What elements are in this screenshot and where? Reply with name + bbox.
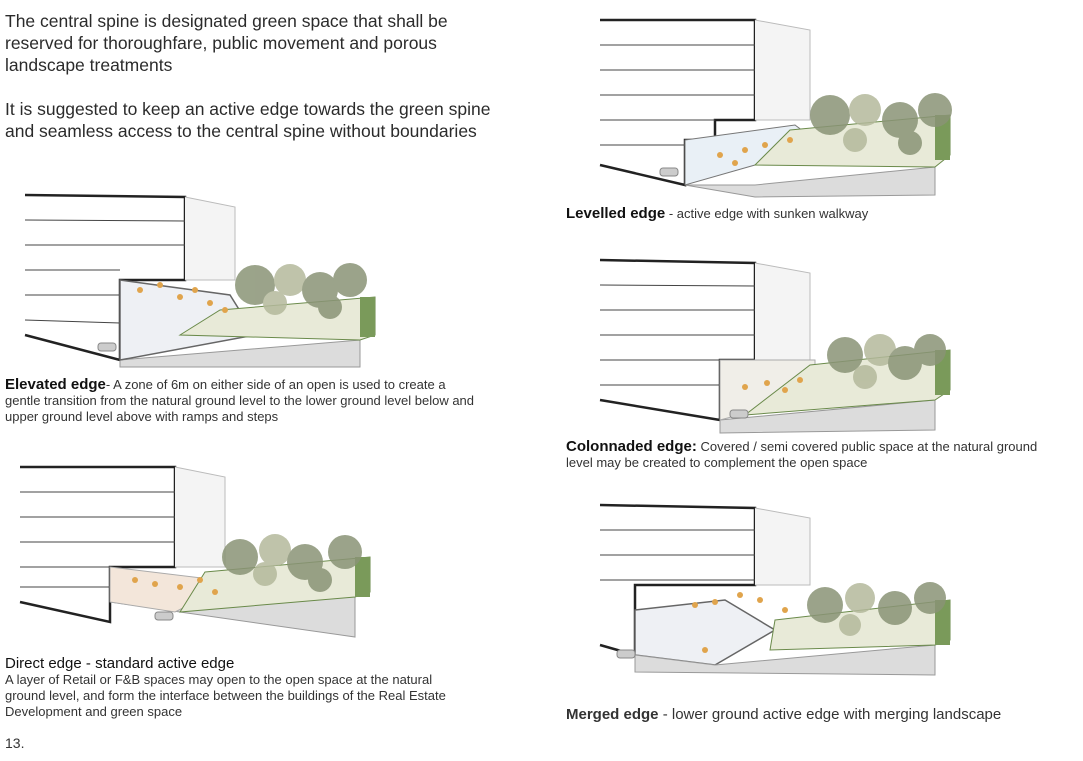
levelled-edge-diagram [595, 15, 960, 200]
colonnaded-edge-desc: Covered / semi covered public space at t… [566, 439, 1038, 470]
trees [807, 582, 946, 636]
lower-ground [634, 599, 777, 666]
merged-edge-diagram [595, 500, 960, 685]
people [742, 377, 803, 393]
merged-edge-caption: Merged edge - lower ground active edge w… [566, 706, 1026, 724]
ground-slab [634, 644, 936, 676]
building-block [599, 18, 811, 187]
levelled-edge-desc: active edge with sunken walkway [676, 206, 869, 221]
trees [235, 263, 367, 319]
direct-edge-sep: - [81, 655, 96, 672]
page-number: 13. [5, 735, 25, 751]
colonnaded-edge-title: Colonnaded edge: [566, 438, 697, 455]
levelled-edge-caption: Levelled edge - active edge with sunken … [566, 206, 1066, 222]
direct-edge-title: Direct edge [5, 655, 82, 672]
elevated-edge-desc: A zone of 6m on either side of an open i… [5, 377, 475, 424]
ground-slab [684, 166, 936, 198]
elevated-edge-sep: - [105, 377, 114, 392]
direct-edge-desc: A layer of Retail or F&B spaces may open… [5, 672, 446, 719]
merged-edge-desc: lower ground active edge with merging la… [671, 706, 1002, 723]
colonnaded-edge-diagram [595, 255, 960, 435]
trees [827, 334, 946, 389]
ground-slab [119, 339, 361, 368]
people [717, 137, 793, 166]
car [154, 611, 174, 621]
intro-paragraph-1: The central spine is designated green sp… [5, 11, 448, 75]
car [616, 649, 636, 659]
elevated-edge-caption: Elevated edge- A zone of 6m on either si… [5, 377, 480, 425]
elevated-edge-title: Elevated edge [5, 376, 106, 393]
levelled-edge-sep: - [665, 206, 677, 221]
ground-slab [719, 399, 936, 434]
levelled-edge-title: Levelled edge [566, 205, 666, 222]
direct-edge-caption: Direct edge - standard active edge A lay… [5, 656, 455, 720]
merged-edge-sep: - [658, 706, 672, 723]
intro-paragraph-2: It is suggested to keep an active edge t… [5, 99, 491, 141]
people [137, 282, 228, 313]
building-block [24, 193, 236, 362]
intro-text: The central spine is designated green sp… [5, 10, 505, 164]
building-block [599, 503, 811, 657]
car [729, 409, 749, 419]
merged-edge-title: Merged edge [566, 706, 659, 723]
people [692, 592, 788, 653]
direct-edge-subtitle: standard active edge [95, 655, 235, 672]
people [132, 577, 218, 595]
direct-edge-diagram [15, 462, 375, 642]
building-block [19, 465, 226, 624]
colonnaded-edge-caption: Colonnaded edge: Covered / semi covered … [566, 439, 1046, 471]
trees [810, 93, 952, 155]
trees [222, 534, 362, 592]
car [659, 167, 679, 177]
elevated-edge-diagram [20, 185, 380, 370]
car [97, 342, 117, 352]
